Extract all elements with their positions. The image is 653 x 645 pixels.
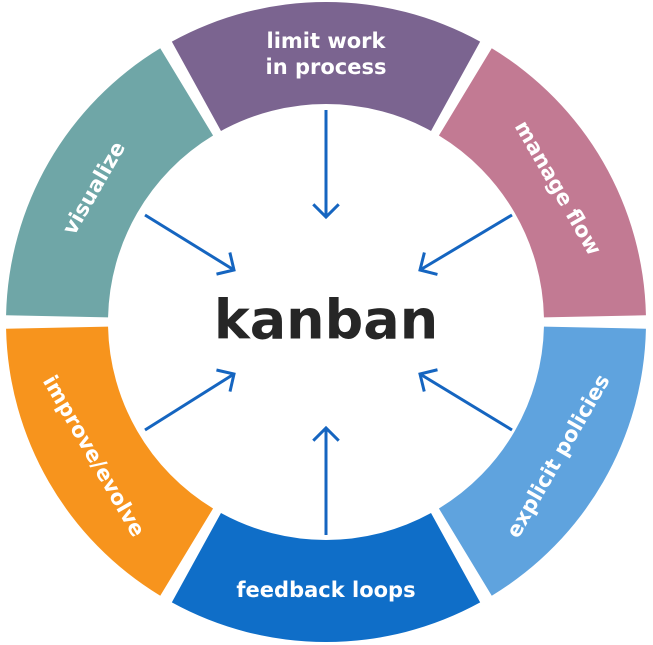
center-title: kanban [214,289,438,352]
label-feedback-loops: feedback loops [236,578,415,602]
segment-improve-evolve [6,326,214,596]
arrow [418,213,513,276]
arrow [312,110,340,220]
arrow-head [312,425,340,442]
arrow-head [216,368,236,392]
segment-limit-wip [171,2,481,131]
label-line: limit work [267,29,387,53]
arrow-shaft [419,213,513,272]
segment-explicit-policies [438,326,646,596]
arrow-head [216,252,236,276]
label-line: in process [266,55,387,79]
arrow [144,368,236,432]
arrow [144,213,236,276]
arrow-shaft [144,213,235,272]
segment-visualize [6,48,214,318]
arrow-head [312,203,340,220]
arrow-head [418,252,438,276]
arrow [418,368,513,432]
label-line: feedback loops [236,578,415,602]
ring-segments [6,2,646,642]
segment-manage-flow [438,48,646,318]
arrow-shaft [144,372,235,432]
arrow [312,425,340,535]
segment-feedback-loops [171,513,481,642]
arrows [144,110,513,535]
arrow-head [418,368,438,392]
arrow-shaft [419,372,513,432]
